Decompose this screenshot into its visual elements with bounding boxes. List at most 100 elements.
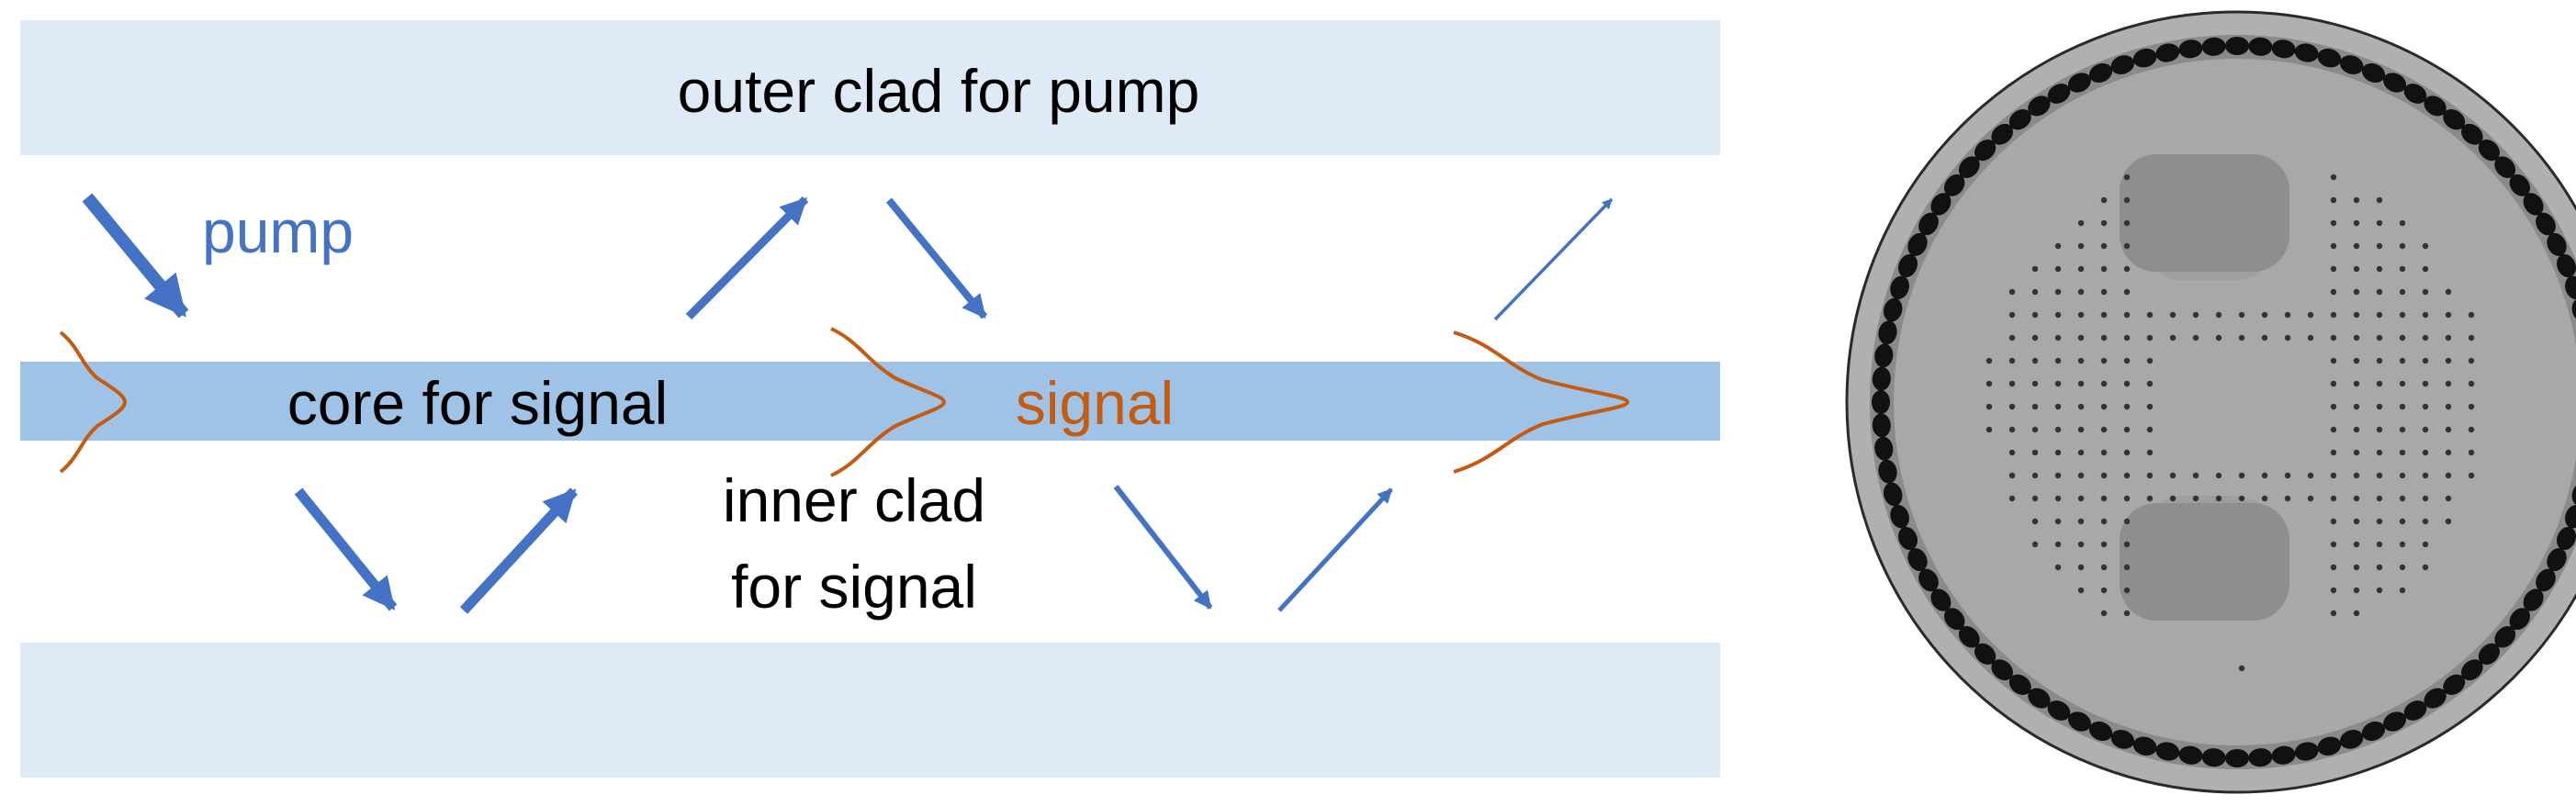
fiber-air-hole — [2399, 380, 2406, 387]
fiber-air-hole — [2123, 242, 2131, 250]
fiber-air-hole — [2031, 541, 2039, 548]
fiber-air-hole — [2353, 219, 2360, 227]
fiber-air-hole — [2100, 518, 2108, 525]
fiber-air-hole — [2077, 564, 2085, 571]
fiber-ring-hole — [2028, 688, 2051, 709]
fiber-air-hole — [2031, 449, 2039, 456]
fiber-ring-hole — [2339, 730, 2364, 749]
fiber-air-hole — [2307, 472, 2314, 479]
fiber-air-hole — [2054, 357, 2062, 364]
outer-clad-label: outer clad for pump — [678, 57, 1200, 125]
fiber-air-hole — [2077, 265, 2085, 273]
fiber-air-hole — [2008, 380, 2016, 387]
fiber-air-hole — [2169, 311, 2177, 319]
fiber-air-hole — [2054, 311, 2062, 319]
fiber-air-hole — [2353, 334, 2360, 341]
pump-arrows — [82, 193, 1614, 614]
stress-rod-bottom-bridge — [2144, 496, 2273, 597]
fiber-air-hole — [2422, 518, 2429, 525]
fiber-ring-hole — [1958, 626, 1980, 648]
fiber-air-hole — [2330, 518, 2337, 525]
fiber-air-hole — [2330, 334, 2337, 341]
fiber-air-hole — [2123, 334, 2131, 341]
fiber-air-hole — [2353, 265, 2360, 273]
fiber-air-hole — [2399, 219, 2406, 227]
fiber-ring-hole — [2494, 156, 2516, 178]
fiber-air-hole — [2376, 403, 2383, 410]
fiber-air-hole — [2031, 426, 2039, 433]
fiber-air-hole — [2353, 380, 2360, 387]
fiber-air-hole — [2123, 265, 2131, 273]
fiber-air-hole — [2031, 495, 2039, 502]
fiber-air-hole — [2284, 495, 2291, 502]
fiber-air-hole — [2054, 380, 2062, 387]
fiber-ring-hole — [2067, 711, 2091, 732]
fiber-ring-hole — [2047, 84, 2071, 104]
fiber-air-hole — [2330, 472, 2337, 479]
fiber-air-hole — [2054, 334, 2062, 341]
fiber-air-hole — [2422, 288, 2429, 296]
fiber-ring-hole — [2248, 748, 2273, 767]
fiber-air-hole — [2284, 311, 2291, 319]
fiber-air-hole — [2123, 518, 2131, 525]
fiber-ring-hole — [2008, 674, 2031, 696]
fiber-air-hole — [2100, 196, 2108, 204]
fiber-air-hole — [2445, 403, 2452, 410]
fiber-air-hole — [2399, 426, 2406, 433]
fiber-ring-hole — [2478, 140, 2500, 162]
fiber-ring-hole — [2557, 526, 2576, 551]
fiber-ring-hole — [2536, 568, 2556, 592]
fiber-air-hole — [2215, 311, 2222, 319]
fiber-air-hole — [2399, 311, 2406, 319]
fiber-ring-hole — [2201, 748, 2226, 767]
fiber-air-hole — [2353, 518, 2360, 525]
fiber-air-hole — [2077, 426, 2085, 433]
fiber-air-hole — [2376, 564, 2383, 571]
fiber-ring-hole — [2478, 643, 2500, 665]
fiber-air-hole — [2422, 495, 2429, 502]
pump-arrow-icon — [82, 193, 189, 319]
fiber-ring-hole — [2317, 48, 2342, 68]
fiber-air-hole — [1985, 403, 1993, 410]
fiber-air-hole — [2376, 518, 2383, 525]
fiber-ring-hole — [2155, 43, 2180, 62]
fiber-air-hole — [2008, 495, 2016, 502]
signal-mode-curves — [59, 327, 1630, 477]
fiber-ring-hole — [2339, 55, 2364, 74]
fiber-air-hole — [2192, 334, 2199, 341]
fiber-air-hole — [2146, 403, 2154, 410]
fiber-air-hole — [2307, 311, 2314, 319]
fiber-air-hole — [2031, 472, 2039, 479]
fiber-air-hole — [2284, 334, 2291, 341]
fiber-ring-hole — [2178, 745, 2203, 765]
fiber-air-hole — [2031, 380, 2039, 387]
fiber-ring-hole — [2178, 39, 2203, 59]
fiber-air-hole — [2376, 265, 2383, 273]
fiber-ring-hole — [1878, 459, 1897, 484]
fiber-ring-hole — [2294, 742, 2319, 761]
fiber-air-hole — [2100, 219, 2108, 227]
fiber-air-hole — [2376, 541, 2383, 548]
fiber-air-hole — [2123, 495, 2131, 502]
fiber-ring-hole — [2271, 745, 2296, 765]
fiber-air-hole — [2376, 495, 2383, 502]
pump-arrow-icon — [685, 196, 809, 320]
outer-clad-band-bottom — [20, 643, 1720, 778]
fiber-air-hole — [2376, 426, 2383, 433]
fiber-air-hole — [2399, 357, 2406, 364]
fiber-ring-hole — [1898, 526, 1918, 551]
gaussian-mode-icon — [830, 327, 947, 477]
fiber-air-hole — [2422, 311, 2429, 319]
fiber-air-hole — [2422, 357, 2429, 364]
fiber-ring-holes — [1872, 37, 2576, 767]
fiber-air-hole — [2399, 472, 2406, 479]
fiber-air-hole — [2261, 472, 2268, 479]
fiber-air-hole — [2330, 174, 2337, 181]
fiber-air-hole — [2054, 265, 2062, 273]
fiber-air-hole — [2031, 403, 2039, 410]
fiber-air-hole — [2054, 449, 2062, 456]
fiber-air-hole — [2123, 426, 2131, 433]
fiber-air-hole — [2261, 334, 2268, 341]
fiber-air-hole — [1985, 380, 1993, 387]
